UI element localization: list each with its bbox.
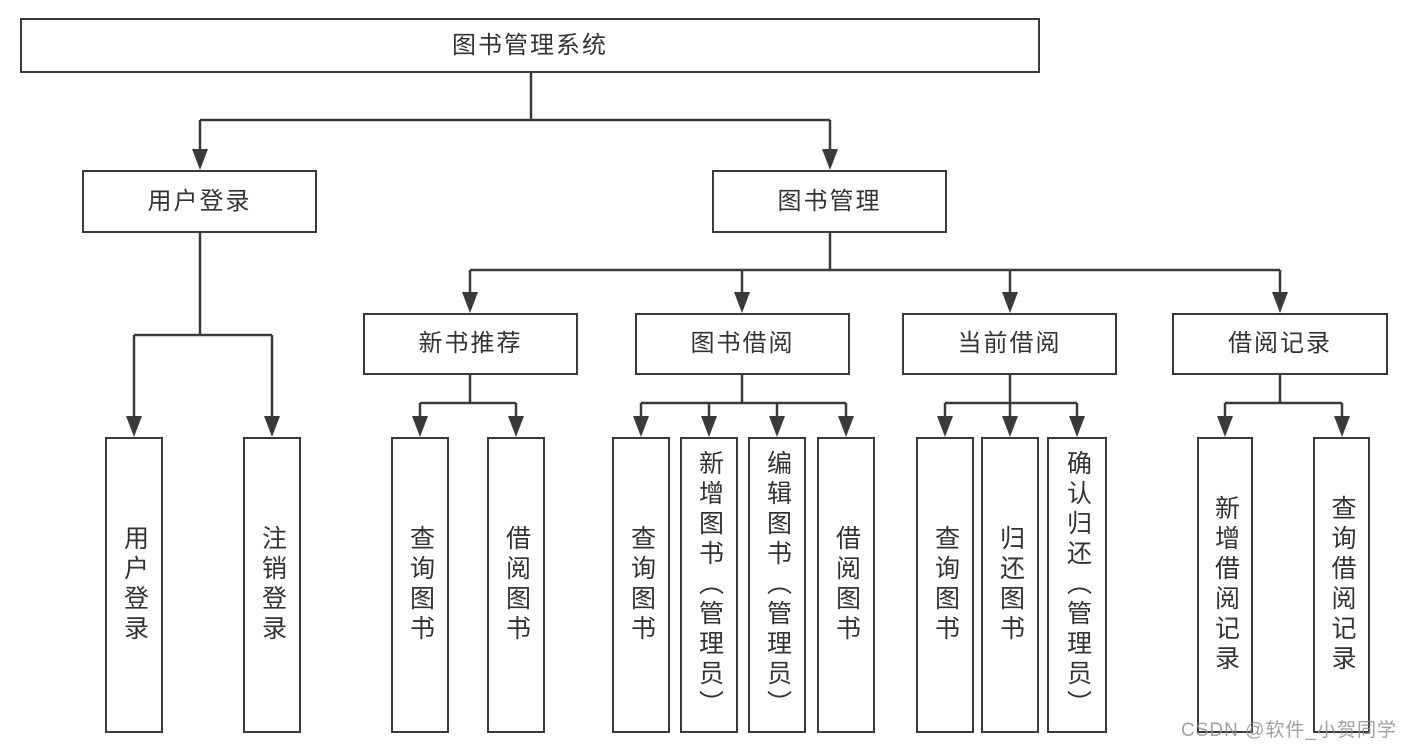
node-user-login-label: 用户登录 bbox=[147, 187, 252, 215]
csdn-watermark: CSDN @软件_小贺同学 bbox=[1181, 720, 1397, 741]
leaf-return-books-label: 归还图书 bbox=[996, 525, 1025, 645]
node-new-book-recommend-label: 新书推荐 bbox=[418, 330, 523, 357]
leaf-borrow-books-recommend-label: 借阅图书 bbox=[502, 525, 531, 645]
leaf-confirm-return-admin-label: 确认归还（管理员） bbox=[1063, 450, 1092, 720]
leaf-add-borrow-record-label: 新增借阅记录 bbox=[1211, 495, 1240, 675]
leaf-query-borrow-record: 查询借阅记录 bbox=[1313, 437, 1370, 733]
leaf-query-books-borrow-label: 查询图书 bbox=[627, 525, 656, 645]
leaf-logout-label: 注销登录 bbox=[258, 525, 287, 645]
node-book-management: 图书管理 bbox=[712, 170, 947, 233]
node-borrowing-records-label: 借阅记录 bbox=[1228, 330, 1332, 357]
leaf-query-books-recommend: 查询图书 bbox=[391, 437, 449, 733]
leaf-query-books-recommend-label: 查询图书 bbox=[406, 525, 435, 645]
leaf-add-borrow-record: 新增借阅记录 bbox=[1197, 437, 1253, 733]
leaf-borrow-books-recommend: 借阅图书 bbox=[487, 437, 545, 733]
leaf-edit-book-admin: 编辑图书（管理员） bbox=[748, 437, 806, 733]
leaf-borrow-books-2: 借阅图书 bbox=[817, 437, 875, 733]
leaf-query-books-borrow: 查询图书 bbox=[612, 437, 670, 733]
node-book-management-label: 图书管理 bbox=[777, 187, 882, 215]
leaf-confirm-return-admin: 确认归还（管理员） bbox=[1047, 437, 1107, 733]
leaf-return-books: 归还图书 bbox=[981, 437, 1039, 733]
node-root-label: 图书管理系统 bbox=[452, 31, 608, 59]
leaf-edit-book-admin-label: 编辑图书（管理员） bbox=[763, 450, 792, 720]
node-user-login: 用户登录 bbox=[82, 170, 317, 233]
leaf-query-books-current-label: 查询图书 bbox=[931, 525, 960, 645]
leaf-logout: 注销登录 bbox=[243, 437, 301, 733]
leaf-borrow-books-2-label: 借阅图书 bbox=[832, 525, 861, 645]
leaf-user-login-label: 用户登录 bbox=[120, 525, 149, 645]
leaf-query-books-current: 查询图书 bbox=[916, 437, 974, 733]
node-new-book-recommend: 新书推荐 bbox=[363, 313, 578, 375]
leaf-user-login: 用户登录 bbox=[105, 437, 163, 733]
node-current-borrowing-label: 当前借阅 bbox=[957, 330, 1062, 357]
node-borrowing-records: 借阅记录 bbox=[1172, 313, 1388, 375]
node-book-borrowing-label: 图书借阅 bbox=[690, 330, 795, 357]
leaf-add-book-admin: 新增图书（管理员） bbox=[680, 437, 738, 733]
leaf-add-book-admin-label: 新增图书（管理员） bbox=[695, 450, 724, 720]
leaf-query-borrow-record-label: 查询借阅记录 bbox=[1328, 495, 1356, 675]
node-root: 图书管理系统 bbox=[20, 18, 1040, 73]
arrowheads bbox=[126, 149, 1350, 437]
node-book-borrowing: 图书借阅 bbox=[635, 313, 850, 375]
node-current-borrowing: 当前借阅 bbox=[902, 313, 1117, 375]
